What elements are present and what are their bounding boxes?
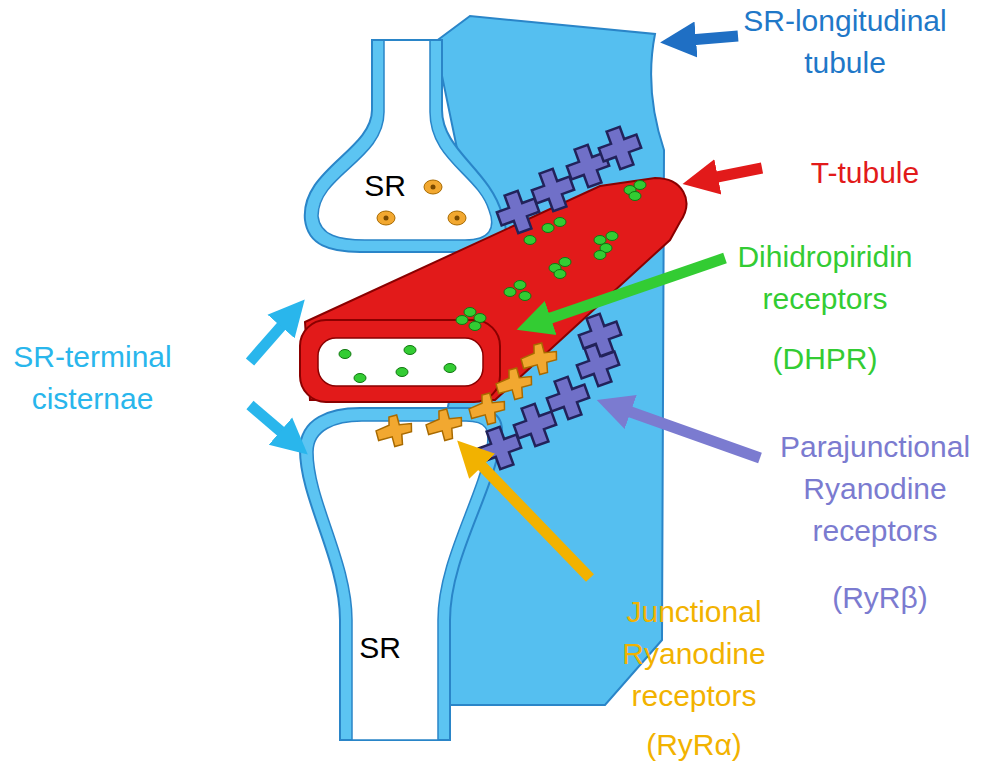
dhpr-dot	[469, 322, 481, 331]
ryr-alpha-symbol	[466, 390, 509, 428]
ryr-alpha-shape	[493, 365, 536, 403]
dhpr-dot	[456, 316, 468, 325]
lumen-label: SR	[350, 165, 420, 207]
ryr-alpha-symbol	[493, 365, 536, 403]
ryr-alpha-shape	[423, 406, 466, 444]
dhpr-dot	[464, 308, 476, 317]
dhpr-dot	[524, 236, 536, 245]
dhpr-dot	[559, 258, 571, 267]
ryr-alpha-symbol	[373, 412, 416, 450]
dhpr-dot	[444, 364, 456, 373]
ryr-alpha-symbol	[518, 340, 561, 378]
leader-arrow	[478, 462, 590, 578]
ryr-beta-symbol	[594, 122, 645, 173]
lumen-label: SR	[345, 627, 415, 669]
leader-arrow	[250, 405, 285, 435]
sr-bottom-wall	[300, 408, 502, 740]
leader-arrow	[690, 36, 738, 40]
t-tubule-face	[300, 320, 500, 402]
ryr-alpha-shape	[466, 390, 509, 428]
dhpr-dot	[519, 292, 531, 301]
dhpr-dot	[354, 374, 366, 383]
dhpr-dot	[629, 192, 641, 201]
dhpr-dot	[542, 224, 554, 233]
calcium-dot-core	[431, 185, 436, 190]
dhpr-dot	[606, 232, 618, 241]
abbreviation-label: (DHPR)	[735, 338, 915, 380]
ryr-alpha-shape	[518, 340, 561, 378]
ryr-beta-shape	[594, 122, 645, 173]
structure-label: SR-longitudinal tubule	[720, 0, 970, 84]
dhpr-dot	[339, 350, 351, 359]
receptor-label: Dihidropiridin receptors	[715, 236, 935, 320]
dhpr-dot	[634, 181, 646, 190]
ryr-alpha-shape	[373, 412, 416, 450]
ryr-beta-shape	[542, 372, 593, 423]
dhpr-dot	[396, 368, 408, 377]
dhpr-dot	[554, 218, 566, 227]
dhpr-dot	[554, 270, 566, 279]
dhpr-dot	[504, 288, 516, 297]
dhpr-dot	[594, 251, 606, 260]
leader-arrows	[250, 36, 762, 578]
calcium-dot-core	[455, 216, 460, 221]
sr-top-lumen	[318, 40, 492, 240]
calcium-dot	[448, 211, 466, 225]
leader-arrow	[625, 410, 760, 458]
ryr-beta-symbol	[574, 309, 625, 360]
structure-label: SR-terminal cisternae	[0, 336, 185, 420]
receptor-label: Junctional Ryanodine receptors	[594, 591, 794, 717]
receptor-label: Parajunctional Ryanodine receptors	[755, 426, 995, 552]
sr-bottom-lumen	[313, 421, 488, 740]
abbreviation-label: (RyRβ)	[790, 577, 970, 619]
leader-arrow	[712, 168, 762, 178]
ryr-alpha-symbol	[423, 406, 466, 444]
calcium-dot	[424, 180, 442, 194]
leader-arrow	[250, 322, 285, 362]
structure-label: T-tubule	[760, 152, 970, 194]
dhpr-dot	[404, 346, 416, 355]
leader-arrow	[545, 258, 725, 320]
calcium-dot	[377, 211, 395, 225]
abbreviation-label: (RyRα)	[604, 724, 784, 766]
sr-top-edge	[372, 39, 442, 41]
ryr-beta-shape	[574, 309, 625, 360]
t-tubule-lumen	[318, 338, 483, 386]
dhpr-dot	[594, 236, 606, 245]
ryr-beta-symbol	[542, 372, 593, 423]
dhpr-dot	[514, 281, 526, 290]
calcium-dot-core	[384, 216, 389, 221]
sr-top-wall	[305, 40, 506, 252]
